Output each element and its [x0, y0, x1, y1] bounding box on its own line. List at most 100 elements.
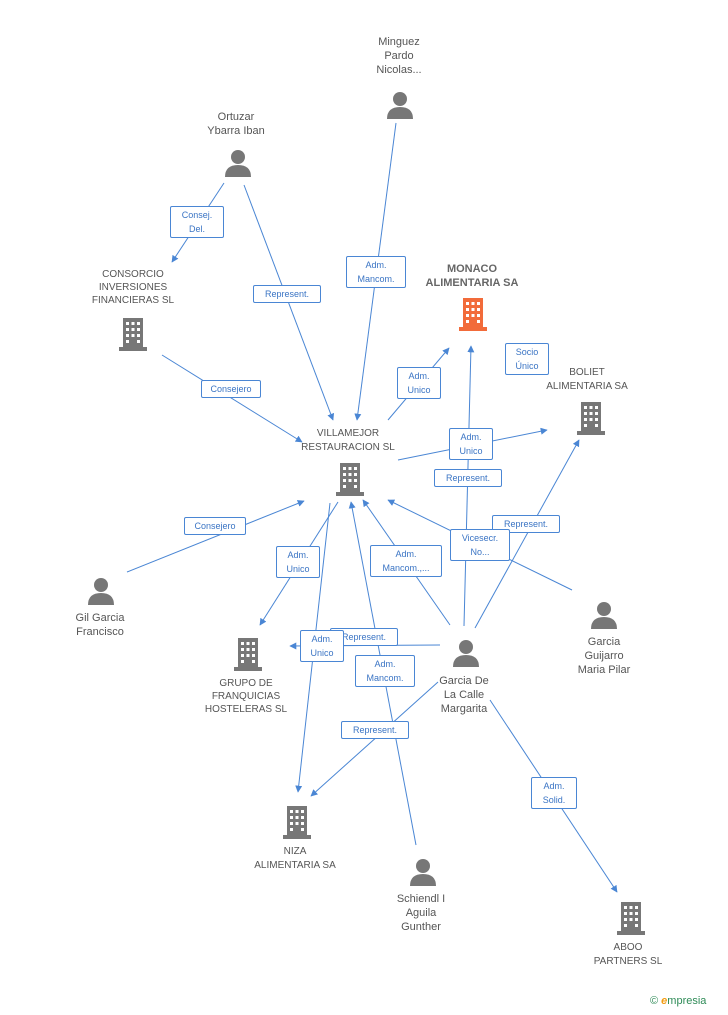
node-label: ALIMENTARIA SA [254, 860, 336, 871]
edge-label-line: Único [515, 361, 539, 371]
node-label: HOSTELERAS SL [204, 704, 288, 715]
building-icon[interactable] [117, 316, 149, 352]
person-icon[interactable] [224, 148, 252, 178]
node-label: FINANCIERAS SL [91, 295, 175, 306]
brand-initial: e [661, 995, 668, 1007]
edge-label-line: Represent. [264, 289, 310, 299]
node-gil[interactable]: Gil Garcia Francisco [60, 611, 140, 639]
edge-label-line: Represent. [445, 473, 491, 483]
building-highlight-icon[interactable] [457, 296, 489, 332]
edge-label-consejero[interactable]: Consejero [201, 380, 261, 398]
node-garcia-de-la-calle[interactable]: Garcia De La Calle Margarita [424, 674, 504, 716]
edge-label-adm-mancom[interactable]: Adm. Mancom.,... [370, 545, 442, 577]
edge-label-consejero[interactable]: Consejero [184, 517, 246, 535]
node-villamejor[interactable]: VILLAMEJOR RESTAURACION SL [288, 427, 408, 455]
edge-label-consej-del[interactable]: Consej. Del. [170, 206, 224, 238]
edge-label-represent[interactable]: Represent. [341, 721, 409, 739]
node-label: Schiendl I [396, 893, 446, 905]
node-grupo[interactable]: GRUPO DE FRANQUICIAS HOSTELERAS SL [190, 677, 302, 716]
node-label: Gunther [401, 921, 441, 933]
edge-label-adm-unico[interactable]: Adm. Unico [397, 367, 441, 399]
building-icon[interactable] [281, 804, 313, 840]
node-label: VILLAMEJOR [316, 428, 380, 439]
node-label: Ybarra Iban [207, 125, 265, 137]
node-label: Guijarro [584, 650, 624, 662]
edge-consorcio-villamejor [161, 354, 303, 443]
node-niza[interactable]: NIZA ALIMENTARIA SA [240, 845, 350, 873]
edge-label-line: Represent. [352, 725, 398, 735]
node-label: FRANQUICIAS [211, 691, 281, 702]
node-label: Minguez [378, 36, 420, 48]
edge-label-line: Adm. [543, 781, 565, 791]
edge-label-line: Solid. [542, 795, 566, 805]
node-schiendl[interactable]: Schiendl I Aguila Gunther [381, 892, 461, 934]
edge-label-line: Adm. [460, 432, 482, 442]
edge-label-adm-unico[interactable]: Adm. Unico [276, 546, 320, 578]
edge-dlc-boliet [474, 439, 580, 629]
node-aboo[interactable]: ABOO PARTNERS SL [578, 941, 678, 969]
edge-label-represent[interactable]: Represent. [492, 515, 560, 533]
edge-gil-villamejor [126, 500, 305, 573]
edge-label-line: Represent. [503, 519, 549, 529]
node-label: INVERSIONES [98, 282, 168, 293]
edge-label-adm-solid[interactable]: Adm. Solid. [531, 777, 577, 809]
edge-label-adm-unico[interactable]: Adm. Unico [449, 428, 493, 460]
edge-label-line: Represent. [341, 632, 387, 642]
edge-label-socio-unico[interactable]: Socio Único [505, 343, 549, 375]
edge-label-line: Adm. [395, 549, 417, 559]
edge-dlc-niza [310, 681, 439, 797]
edge-label-line: Adm. [365, 260, 387, 270]
edge-label-adm-unico[interactable]: Adm. Unico [300, 630, 344, 662]
node-label: Francisco [76, 626, 124, 638]
edge-label-vicesecr[interactable]: Vicesecr. No... [450, 529, 510, 561]
person-icon[interactable] [409, 857, 437, 887]
person-icon[interactable] [590, 600, 618, 630]
building-icon[interactable] [232, 636, 264, 672]
edge-label-line: Mancom. [366, 673, 404, 683]
edge-label-adm-mancom[interactable]: Adm. Mancom. [355, 655, 415, 687]
node-label: RESTAURACION SL [301, 442, 395, 453]
edge-label-adm-mancom[interactable]: Adm. Mancom. [346, 256, 406, 288]
node-garcia-guijarro[interactable]: Garcia Guijarro Maria Pilar [564, 635, 644, 677]
edge-label-line: Mancom. [357, 274, 395, 284]
person-icon[interactable] [452, 638, 480, 668]
edge-label-line: Adm. [311, 634, 333, 644]
node-boliet[interactable]: BOLIET ALIMENTARIA SA [532, 366, 642, 394]
edge-label-represent[interactable]: Represent. [434, 469, 502, 487]
node-label: La Calle [443, 689, 485, 701]
node-label: Garcia [587, 636, 621, 648]
node-ortuzar[interactable]: Ortuzar Ybarra Iban [196, 110, 276, 138]
node-label: Gil Garcia [75, 612, 125, 624]
edge-label-line: Unico [310, 648, 334, 658]
node-label: ABOO [613, 942, 643, 953]
node-label: Nicolas... [376, 64, 422, 76]
building-icon[interactable] [334, 461, 366, 497]
node-label: BOLIET [569, 367, 605, 378]
node-label: MONACO [446, 263, 498, 275]
copyright-symbol: © [650, 995, 659, 1007]
edge-label-line: Unico [286, 564, 310, 574]
edge-label-represent[interactable]: Represent. [253, 285, 321, 303]
edge-label-line: Mancom.,... [382, 563, 430, 573]
node-minguez[interactable]: Minguez Pardo Nicolas... [362, 35, 436, 77]
person-icon[interactable] [386, 90, 414, 120]
node-label: Margarita [440, 703, 488, 715]
node-consorcio[interactable]: CONSORCIO INVERSIONES FINANCIERAS SL [78, 268, 188, 307]
node-label: ALIMENTARIA SA [546, 381, 628, 392]
building-icon[interactable] [575, 400, 607, 436]
edge-label-line: Del. [188, 224, 205, 234]
edge-label-line: Unico [407, 385, 431, 395]
node-label: Aguila [405, 907, 437, 919]
node-label: PARTNERS SL [593, 956, 663, 967]
node-monaco[interactable]: MONACO ALIMENTARIA SA [412, 262, 532, 290]
edge-label-line: Vicesecr. [461, 533, 499, 543]
node-label: Maria Pilar [577, 664, 631, 676]
edge-label-line: Unico [459, 446, 483, 456]
building-icon[interactable] [615, 900, 647, 936]
edge-label-line: Consejero [210, 384, 252, 394]
node-label: CONSORCIO [102, 269, 164, 280]
person-icon[interactable] [87, 576, 115, 606]
edge-label-line: Adm. [374, 659, 396, 669]
edge-label-line: Consejero [194, 521, 236, 531]
